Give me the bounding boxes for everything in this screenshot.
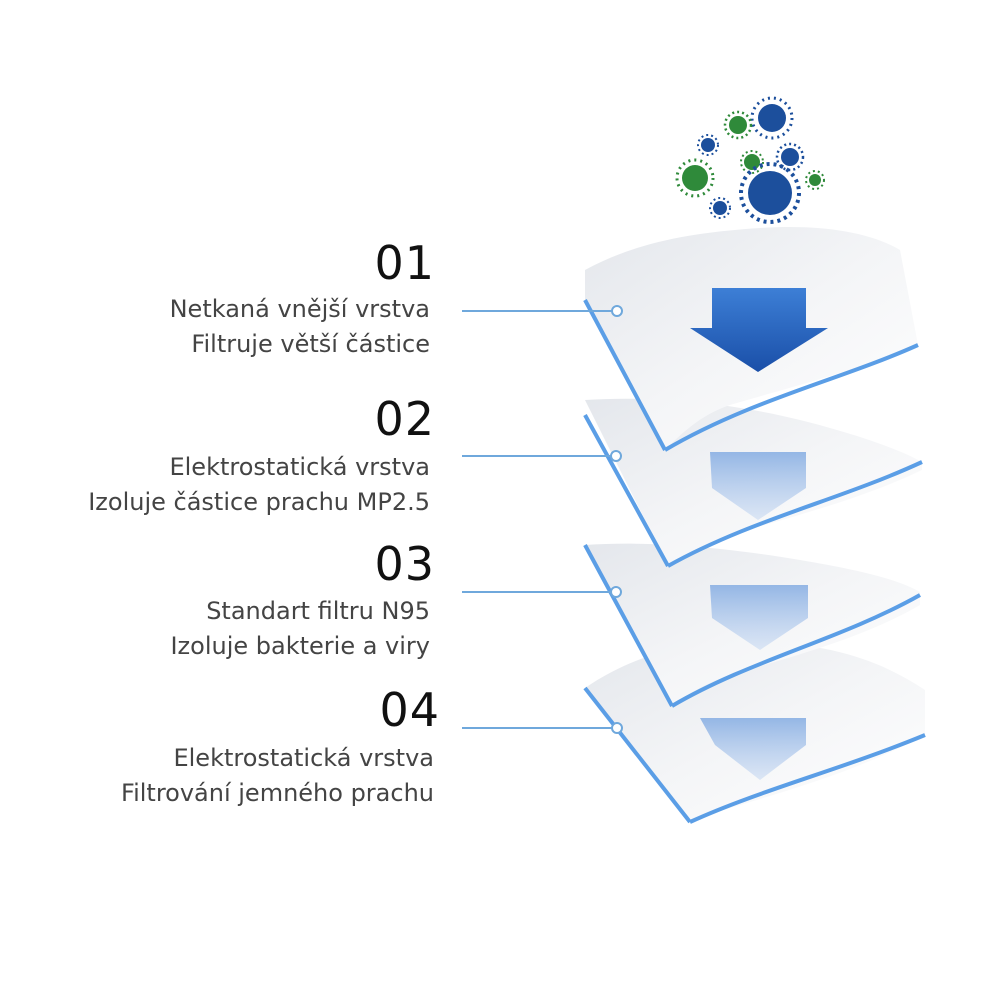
layer-title-1: Netkaná vnější vrstva: [169, 295, 430, 323]
filter-sheet-1: [583, 226, 919, 452]
virus-icon: [675, 158, 715, 198]
leader-dot-1: [611, 305, 623, 317]
layer-title-3: Standart filtru N95: [206, 597, 430, 625]
down-arrow-icon: [710, 452, 806, 520]
virus-icon: [750, 96, 794, 140]
virus-cluster: [675, 96, 825, 224]
layer-description-3: Standart filtru N95 Izoluje bakterie a v…: [170, 594, 430, 664]
virus-icon: [709, 197, 731, 219]
filter-sheet-2: [583, 398, 923, 568]
filter-sheet-4: [583, 641, 926, 824]
layer-number-3: 03: [374, 537, 435, 591]
down-arrow-icon: [700, 718, 806, 780]
layer-title-4: Elektrostatická vrstva: [173, 744, 434, 772]
layer-title-2: Elektrostatická vrstva: [169, 453, 430, 481]
leader-lines: [462, 305, 623, 734]
layer-description-2: Elektrostatická vrstva Izoluje částice p…: [88, 450, 430, 520]
leader-dot-3: [610, 586, 622, 598]
leader-dot-2: [610, 450, 622, 462]
virus-icon: [723, 110, 753, 140]
virus-icon: [739, 162, 801, 224]
layer-subtitle-2: Izoluje částice prachu MP2.5: [88, 487, 430, 516]
layer-description-4: Elektrostatická vrstva Filtrování jemnéh…: [121, 741, 434, 811]
down-arrow-icon: [710, 585, 808, 650]
virus-icon: [775, 142, 805, 172]
filter-sheet-3: [583, 543, 921, 708]
layer-number-2: 02: [374, 392, 435, 446]
layer-number-4: 04: [379, 683, 440, 737]
layer-subtitle-1: Filtruje větší částice: [191, 329, 430, 358]
layer-subtitle-3: Izoluje bakterie a viry: [170, 631, 430, 660]
layer-description-1: Netkaná vnější vrstva Filtruje větší čás…: [170, 292, 430, 362]
leader-dot-4: [611, 722, 623, 734]
virus-icon: [805, 170, 825, 190]
virus-icon: [740, 150, 764, 174]
layer-subtitle-4: Filtrování jemného prachu: [121, 778, 434, 807]
layer-number-1: 01: [374, 236, 435, 290]
down-arrow-icon: [690, 288, 828, 372]
virus-icon: [697, 134, 719, 156]
